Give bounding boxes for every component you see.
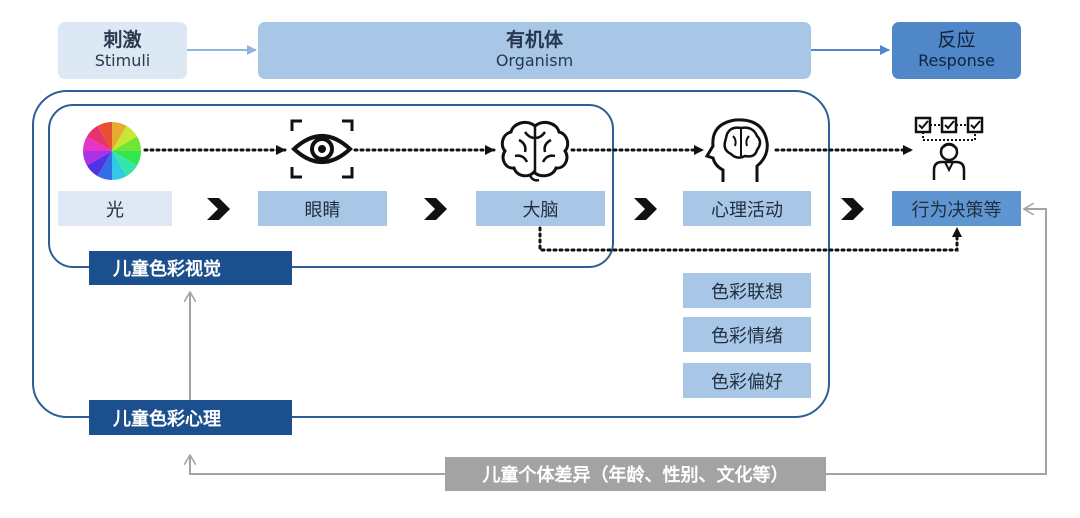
color-wheel-segment: [97, 151, 112, 180]
stimuli-label-en: Stimuli: [94, 51, 151, 71]
color-wheel-segment: [112, 151, 138, 177]
group-label-psychology: 儿童色彩心理: [89, 400, 292, 435]
color-wheel-segment: [112, 122, 127, 151]
visual-outline: [48, 104, 614, 268]
color-wheel-icon: [83, 122, 141, 180]
chevron-right-icon: [841, 198, 864, 220]
grey-line-right: [826, 209, 1047, 475]
color-wheel-segment: [112, 151, 127, 180]
organism-label-zh: 有机体: [505, 29, 563, 52]
color-wheel-segment: [112, 151, 141, 166]
decision-person-icon: [914, 116, 984, 180]
response-box: 反应 Response: [892, 22, 1021, 79]
step-behavior: 行为决策等: [892, 191, 1021, 226]
stimuli-box: 刺激 Stimuli: [58, 22, 187, 79]
aspect-preference: 色彩偏好: [683, 363, 811, 398]
chevron-right-icon: [634, 198, 657, 220]
head-brain-icon: [704, 118, 769, 182]
eye-icon: [290, 119, 354, 179]
organism-outline: [32, 90, 830, 418]
individual-differences-label: 儿童个体差异（年龄、性别、文化等）: [445, 457, 826, 491]
response-label-en: Response: [918, 51, 995, 71]
aspect-emotion: 色彩情绪: [683, 317, 811, 352]
step-mental-activity: 心理活动: [683, 191, 811, 226]
step-eye: 眼睛: [258, 191, 387, 226]
response-label-zh: 反应: [937, 29, 976, 52]
dotted-brain-behavior: [538, 226, 962, 252]
organism-label-en: Organism: [495, 51, 574, 71]
aspect-association: 色彩联想: [683, 273, 811, 308]
color-wheel-segment: [86, 125, 112, 151]
stimuli-label-zh: 刺激: [103, 29, 142, 52]
step-light: 光: [58, 191, 172, 226]
chevron-right-icon: [424, 198, 447, 220]
color-wheel-segment: [83, 151, 112, 166]
grey-line-left: [190, 455, 445, 475]
color-wheel-segment: [97, 122, 112, 151]
color-wheel-segment: [86, 151, 112, 177]
color-wheel-segment: [112, 125, 138, 151]
group-label-visual: 儿童色彩视觉: [89, 251, 292, 285]
brain-icon: [500, 120, 570, 182]
chevron-right-icon: [207, 198, 230, 220]
step-brain: 大脑: [476, 191, 605, 226]
color-wheel-segment: [112, 136, 141, 151]
organism-box: 有机体 Organism: [258, 22, 811, 79]
color-wheel-segment: [83, 136, 112, 151]
